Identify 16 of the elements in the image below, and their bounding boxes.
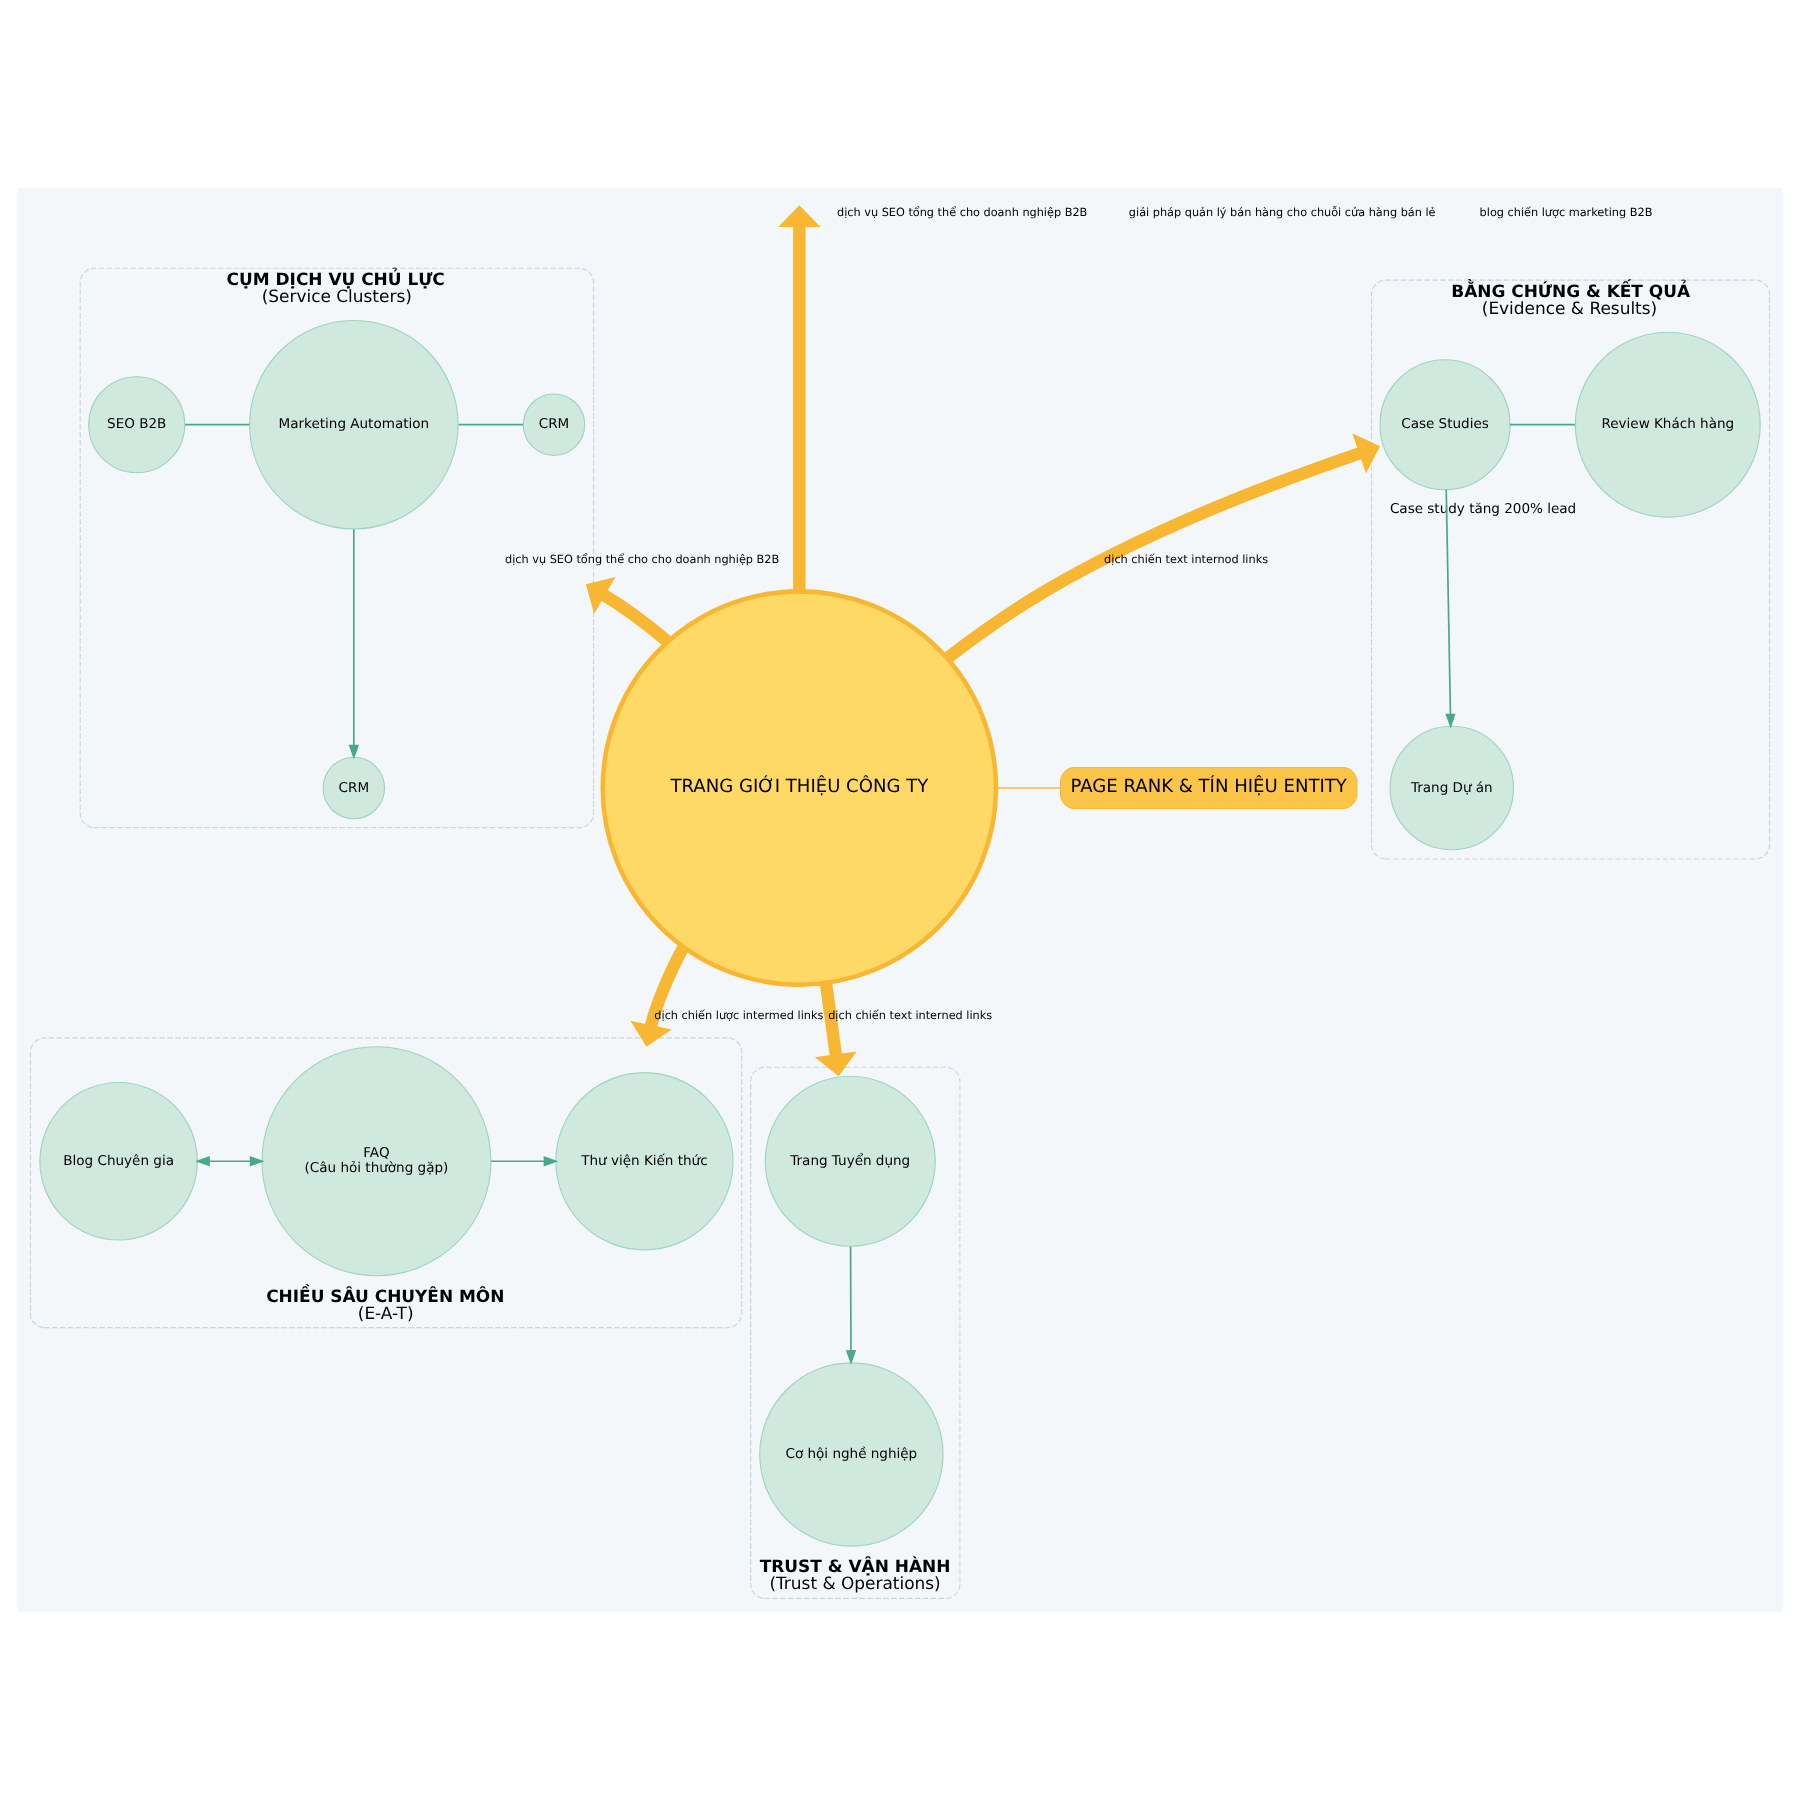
connector — [457, 423, 524, 426]
arrow — [585, 577, 672, 647]
arrow — [195, 1156, 265, 1167]
node-circle: TRANG GIỚI THIỆU CÔNG TY — [600, 589, 999, 987]
arrow — [845, 1245, 857, 1365]
connector — [995, 787, 1062, 789]
connector — [1509, 423, 1576, 426]
connector — [184, 423, 251, 426]
arrow — [490, 1156, 559, 1167]
node-box: PAGE RANK & TÍN HIỆU ENTITY — [1060, 767, 1358, 809]
arrow — [778, 205, 821, 592]
arrow — [348, 528, 359, 760]
arrow — [814, 982, 857, 1077]
arrow — [1445, 488, 1456, 729]
arrow — [630, 944, 689, 1047]
arrow — [943, 433, 1381, 664]
